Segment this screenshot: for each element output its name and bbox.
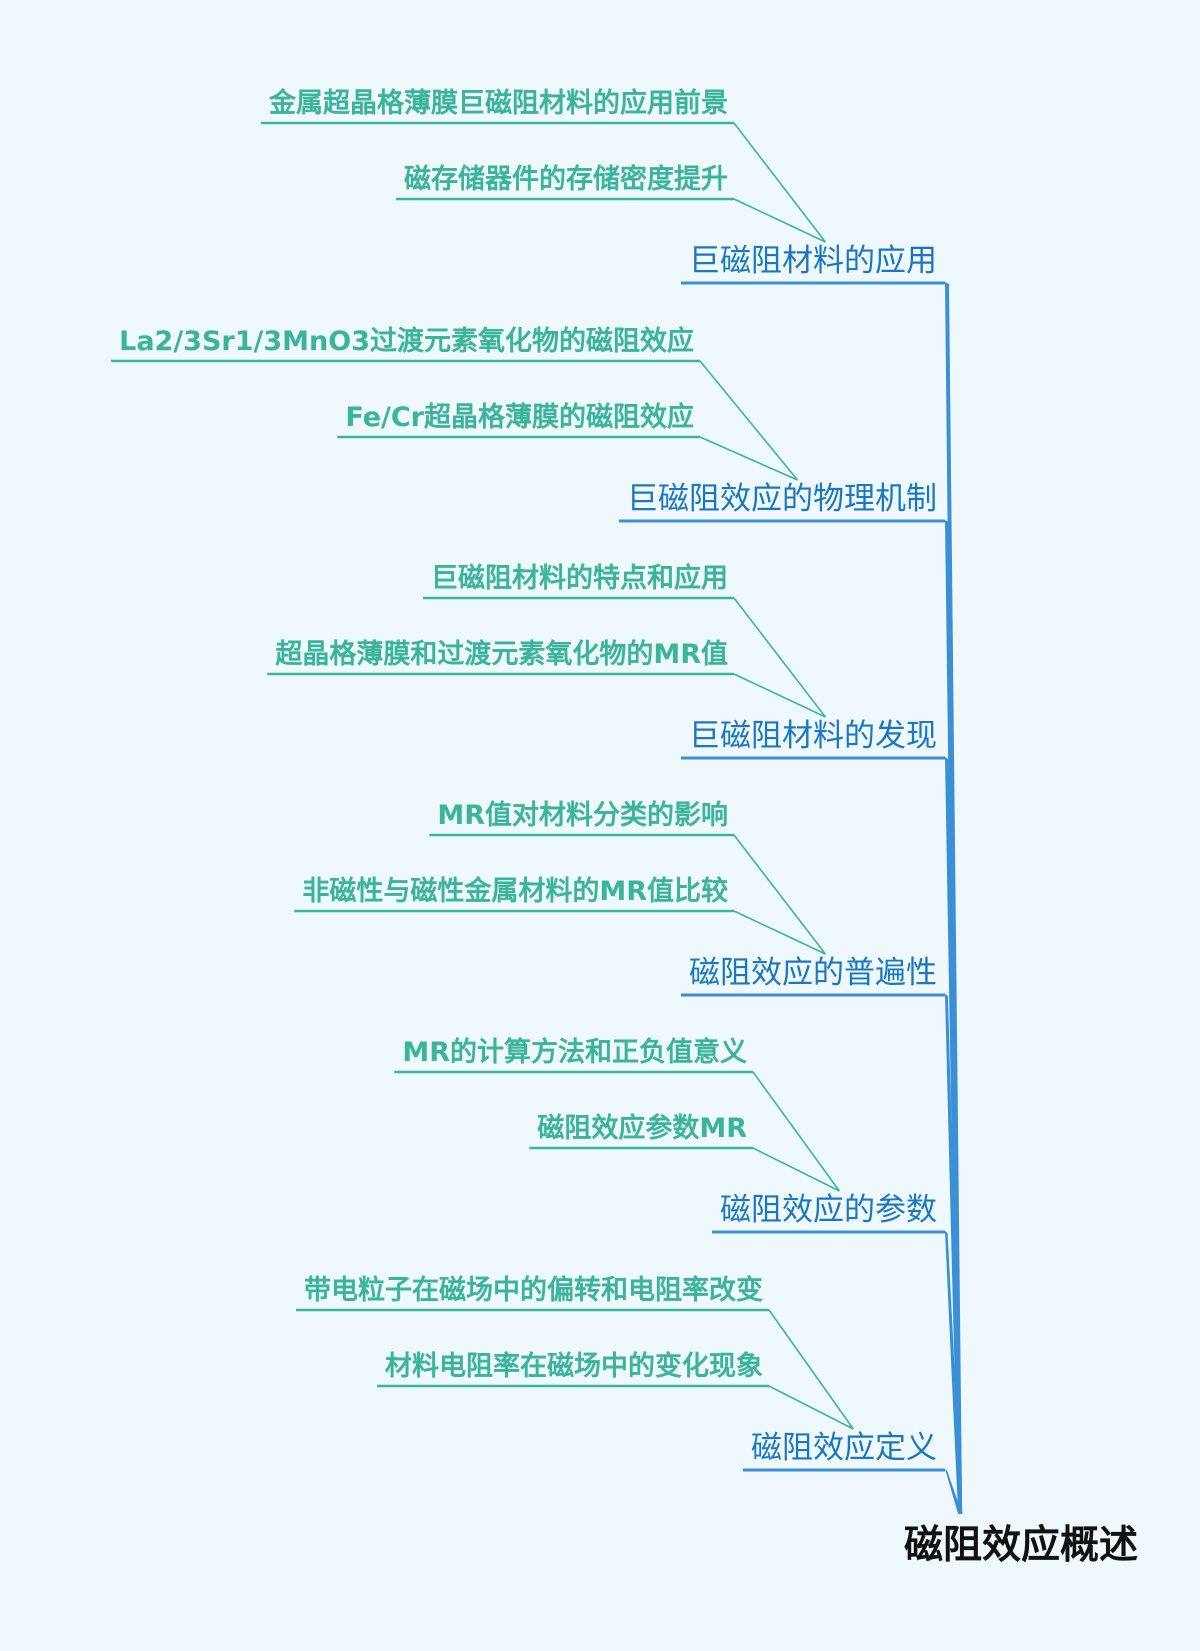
leaf-connector — [768, 1309, 854, 1430]
leaf-connector — [699, 360, 799, 481]
leaf-node: 非磁性与磁性金属材料的MR值比较 — [302, 876, 728, 907]
branch-connector — [945, 520, 963, 1514]
leaf-connector — [733, 834, 827, 955]
leaf-node: 金属超晶格薄膜巨磁阻材料的应用前景 — [269, 88, 728, 119]
branch-node: 巨磁阻材料的应用 — [689, 243, 937, 279]
connectors — [111, 121, 963, 1514]
leaf-connector — [768, 1385, 854, 1430]
branch-connector — [945, 1231, 963, 1514]
leaf-connector — [733, 198, 826, 243]
leaf-connector — [733, 673, 826, 718]
branch-node: 巨磁阻材料的发现 — [689, 718, 937, 754]
leaf-node: 超晶格薄膜和过渡元素氧化物的MR值 — [275, 639, 728, 670]
leaf-connector — [752, 1071, 840, 1192]
branch-connector — [945, 1469, 963, 1514]
branch-node: 磁阻效应定义 — [751, 1430, 937, 1466]
leaf-connector — [733, 122, 827, 243]
leaf-connector — [733, 597, 827, 718]
leaf-node: La2/3Sr1/3MnO3过渡元素氧化物的磁阻效应 — [119, 326, 694, 357]
leaf-node: 磁阻效应参数MR — [537, 1113, 747, 1144]
leaf-node: Fe/Cr超晶格薄膜的磁阻效应 — [345, 402, 694, 433]
leaf-node: MR值对材料分类的影响 — [437, 800, 728, 831]
leaf-node: MR的计算方法和正负值意义 — [402, 1037, 747, 1068]
leaf-node: 磁存储器件的存储密度提升 — [404, 164, 728, 195]
leaf-node: 巨磁阻材料的特点和应用 — [431, 563, 728, 594]
leaf-node: 带电粒子在磁场中的偏转和电阻率改变 — [304, 1275, 763, 1306]
branch-node: 磁阻效应的普遍性 — [689, 955, 937, 991]
leaf-connector — [699, 436, 798, 481]
leaf-connector — [752, 1147, 840, 1192]
leaf-node: 材料电阻率在磁场中的变化现象 — [385, 1351, 763, 1382]
branch-node: 磁阻效应的参数 — [720, 1192, 937, 1228]
branch-node: 巨磁阻效应的物理机制 — [627, 481, 937, 517]
leaf-connector — [733, 910, 826, 955]
branch-connector — [945, 757, 963, 1514]
root-node: 磁阻效应概述 — [903, 1523, 1138, 1568]
branch-connector — [945, 994, 963, 1514]
